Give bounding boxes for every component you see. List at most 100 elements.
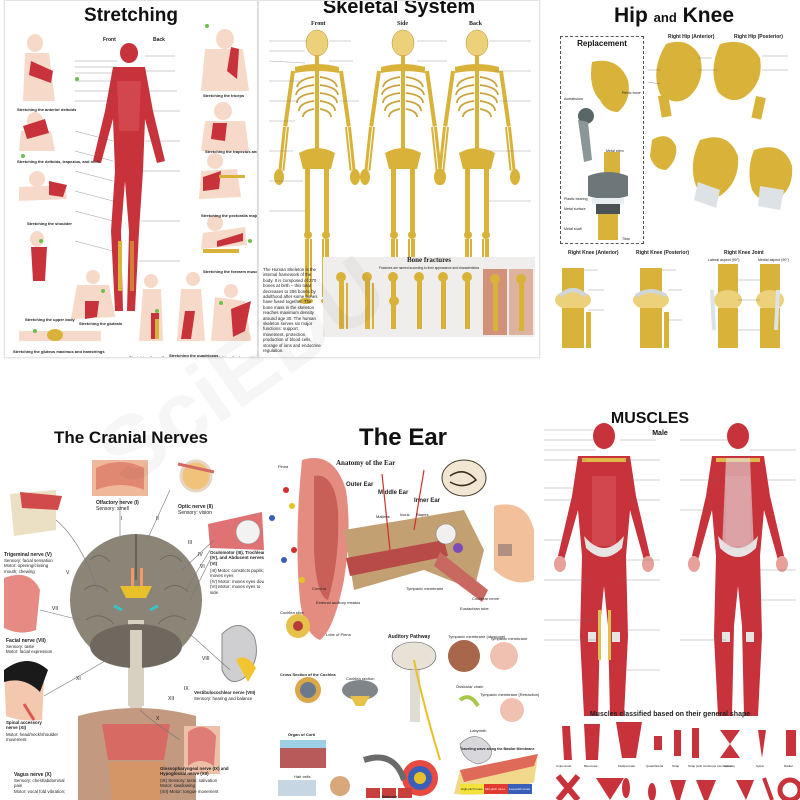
caption: Stretching the pectoralis major (201, 213, 258, 218)
nerve-desc: Sensory: hearing and balance (194, 696, 253, 701)
replacement-part: Acetabulum (564, 97, 583, 101)
brain-illustration (4, 459, 264, 800)
nerve-name: Spinal accessory nerve (XI) (6, 720, 42, 731)
poster-title: The Cranial Nerves (53, 428, 208, 447)
muscle-figure-illustration (19, 24, 252, 341)
sub-panel-label: Balance (382, 794, 398, 799)
caption: Stretching the gluteals (79, 321, 123, 326)
caption: Stretching the deltoids, trapezius, and … (17, 159, 100, 164)
title-hip: Hip (613, 4, 648, 27)
caption: Stretching the anterior deltoids (17, 107, 77, 112)
nerve-numeral: I (121, 516, 123, 522)
nerve-numeral: VII (52, 606, 59, 612)
sub-panel-label: Tympanic membrane (Retraction) (480, 692, 540, 697)
shape-label: Radial (784, 764, 793, 768)
nerve-desc: Sensory: vision (178, 510, 212, 516)
shape-label: Quadrilateral (646, 764, 664, 768)
nerve-numeral: IX (184, 686, 189, 692)
poster-title: Skeletal System (322, 0, 476, 18)
poster-title: Stretching (84, 5, 178, 26)
nerve-numeral: III (188, 540, 193, 546)
nerve-name: Olfactory nerve (I) (96, 500, 139, 506)
sub-panel-label: Organ of Corti (288, 732, 316, 737)
caption: Stretching the shoulder (27, 221, 72, 226)
poster-cranial-nerves: The Cranial Nerves (0, 420, 268, 800)
nerve-name: Vestibulocochlear nerve (VIII) (194, 690, 256, 695)
title-and: and (653, 10, 677, 25)
sub-panel-label: Ossicular chain (456, 684, 484, 689)
frequency-band: High-pitch tones (461, 787, 483, 791)
view-label: Right Knee Joint (724, 250, 764, 256)
poster-title: Hip and Knee (548, 4, 800, 28)
replacement-part: Metal surface (564, 207, 586, 211)
muscle-figures-illustration (544, 423, 800, 800)
ear-label: Stapes (416, 512, 429, 517)
caption: Stretching the triceps (203, 93, 245, 98)
section-middle-ear: Middle Ear (378, 490, 409, 496)
sub-panel-label: Cochlea slice (280, 610, 304, 615)
poster-subtitle: Male (652, 430, 668, 437)
sub-panel-label: Auditory Pathway (388, 634, 431, 640)
nerve-numeral: X (156, 716, 160, 722)
ear-label: Malleus (376, 514, 390, 519)
view-label: Right Knee (Anterior) (568, 250, 619, 256)
ear-label: Lobe of Pinna (326, 632, 351, 637)
poster-stretching: Stretching Front Back (4, 0, 258, 358)
frequency-band: Low-pitch tones (509, 787, 531, 791)
nerve-name: Facial nerve (VII) (6, 638, 46, 644)
poster-skeletal-system: Skeletal System Front Side Back (258, 0, 540, 358)
ear-illustration (269, 458, 538, 798)
caption: Stretching the upper body (25, 317, 75, 322)
ear-label: Cochlear nerve (472, 596, 500, 601)
view-label-back: Back (469, 21, 483, 27)
ear-label: Pinna (278, 464, 289, 469)
nerve-desc: Sensory: chest/abdominal pain Motor: voc… (14, 778, 66, 794)
shape-label: Multipennate (618, 764, 636, 768)
nerve-name: Optic nerve (II) (178, 504, 214, 510)
nerve-numeral: XI (76, 676, 81, 682)
caption: Stretching the calf (129, 355, 164, 358)
replacement-part: Tibia (622, 237, 630, 241)
sub-panel-label: Tympanic membrane (otoscope) (448, 634, 506, 639)
sub-panel-label: Labyrinth (470, 728, 487, 733)
shape-label: Bipennate (584, 764, 598, 768)
replacement-title: Replacement (577, 39, 627, 48)
ear-label: External auditory meatus (316, 600, 361, 605)
view-label-side: Side (397, 21, 409, 27)
knee-joint-sub: Lateral aspect (90°) (708, 258, 740, 262)
shape-label: Strap (with tendinous intersections) (688, 764, 735, 768)
nerve-name: Oculomotor (III), Trochlear (IV), and Ab… (210, 550, 265, 566)
nerve-name: Glossopharyngeal nerve (IX) and Hypoglos… (160, 766, 229, 777)
replacement-part: Pelvic bone (622, 91, 641, 95)
poster-title: The Ear (358, 424, 448, 451)
nerve-desc: Sensory: smell (96, 506, 129, 512)
knee-joint-sub: Medial aspect (90°) (758, 258, 789, 262)
shape-label: Spiral (724, 764, 732, 768)
replacement-part: Metal stem (606, 149, 624, 153)
view-label: Right Hip (Anterior) (668, 34, 715, 40)
skeleton-description: The Human Skeleton is the internal frame… (263, 267, 321, 354)
nerve-numeral: II (156, 516, 159, 522)
nerve-desc: (IX) Sensory: taste; salivation Motor: s… (160, 778, 219, 794)
sub-panel-label: Tympanic membrane (490, 636, 528, 641)
nerve-numeral: IV (198, 552, 203, 558)
poster-muscles: MUSCLES Male (540, 400, 800, 800)
view-label-front: Front (311, 21, 326, 27)
sub-panel-label: Cochlea section (346, 676, 375, 681)
ear-label: Tympanic membrane (406, 586, 444, 591)
section-outer-ear: Outer Ear (346, 482, 374, 488)
section-inner-ear: Inner Ear (414, 498, 441, 504)
ear-label: Incus (400, 512, 410, 517)
sub-panel-label: Hair cells (294, 774, 311, 779)
poster-the-ear: The Ear Anatomy of the Ear Outer Ear Mid… (264, 420, 542, 800)
caption: Stretching the hamstrings (211, 355, 258, 358)
replacement-part: Metal shaft (564, 227, 582, 231)
view-label: Right Knee (Posterior) (636, 250, 690, 256)
fractures-subtitle: Fractures are named according to their a… (378, 266, 480, 270)
ear-label: Eustachian tube (460, 606, 489, 611)
view-label: Right Hip (Posterior) (734, 34, 783, 40)
caption: Stretching the forearm muscles (203, 269, 258, 274)
nerve-desc: (III) Motor: constricts pupils; moves ey… (210, 568, 268, 595)
ear-label: Concha (312, 586, 326, 591)
